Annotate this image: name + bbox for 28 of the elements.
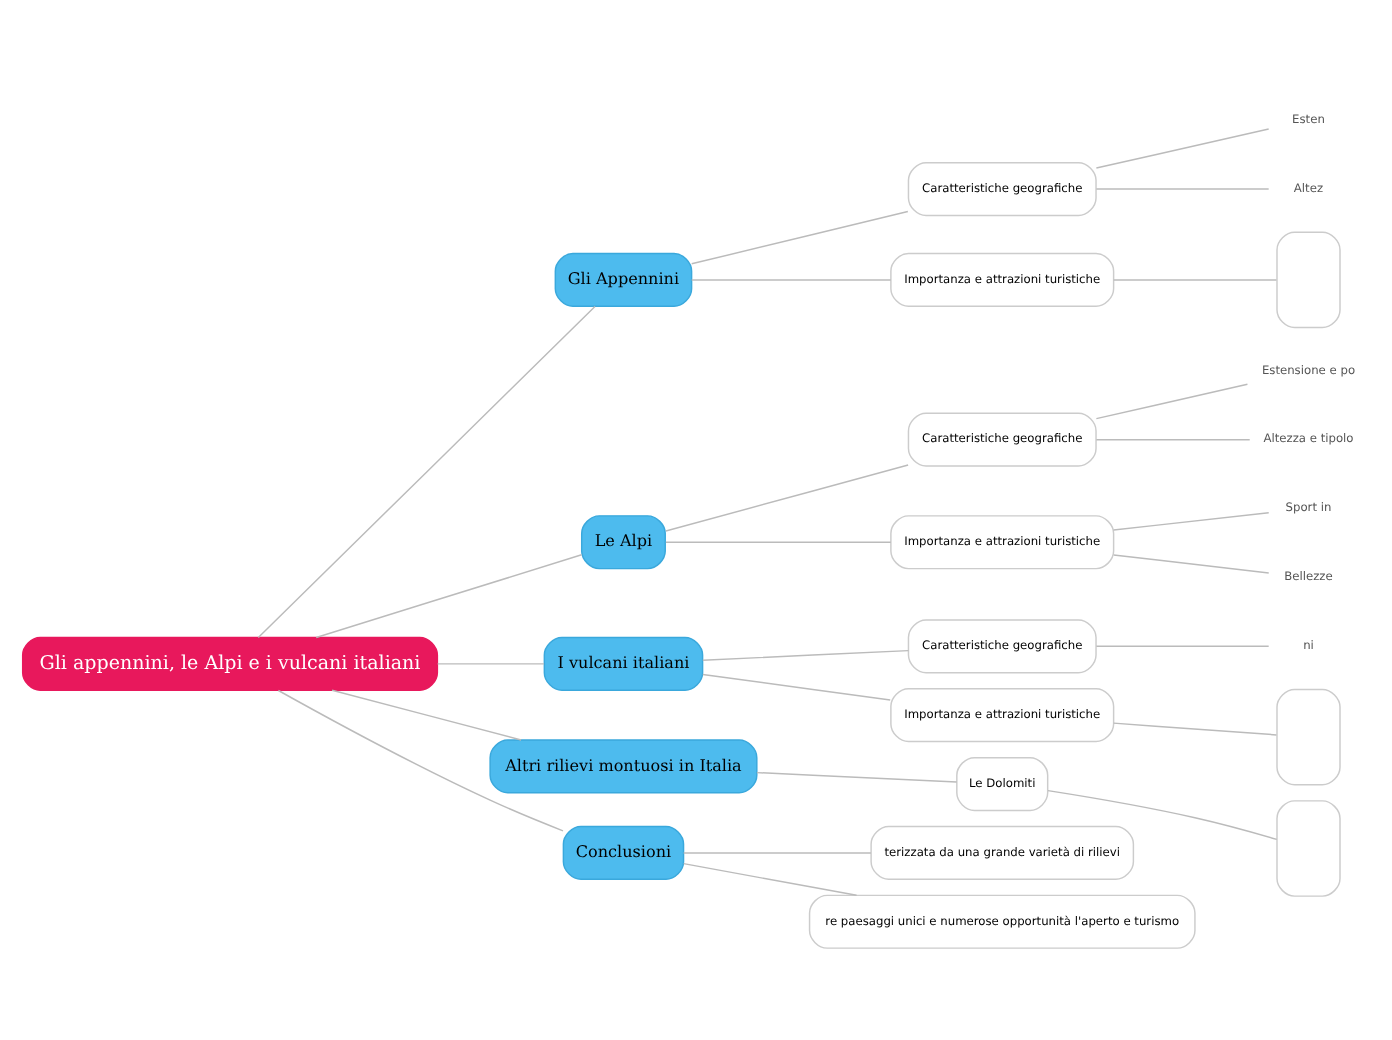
node-box — [1276, 230, 1341, 328]
connector — [665, 540, 892, 542]
connector — [756, 770, 958, 782]
connector — [1112, 511, 1270, 530]
connector — [690, 209, 909, 264]
connector — [702, 648, 910, 660]
connector — [1095, 187, 1270, 189]
connector — [1112, 278, 1278, 280]
connector — [682, 861, 858, 896]
connector — [331, 688, 522, 740]
connector — [1095, 127, 1270, 168]
connector — [1095, 437, 1251, 440]
connector — [1047, 788, 1278, 840]
node-box: Gli appennini, le Alpi e i vulcani italiani — [21, 635, 439, 690]
connector — [1112, 721, 1278, 735]
connector — [257, 304, 596, 638]
connector — [690, 278, 892, 280]
connector — [1112, 553, 1270, 573]
connector — [665, 463, 909, 531]
node-box — [1276, 687, 1341, 785]
connector — [436, 662, 545, 664]
connector — [1095, 382, 1249, 419]
connector — [315, 553, 583, 638]
connector — [1095, 644, 1270, 646]
node-box — [1276, 799, 1341, 896]
connector — [277, 688, 564, 831]
connector — [702, 672, 891, 700]
connector — [682, 851, 872, 853]
